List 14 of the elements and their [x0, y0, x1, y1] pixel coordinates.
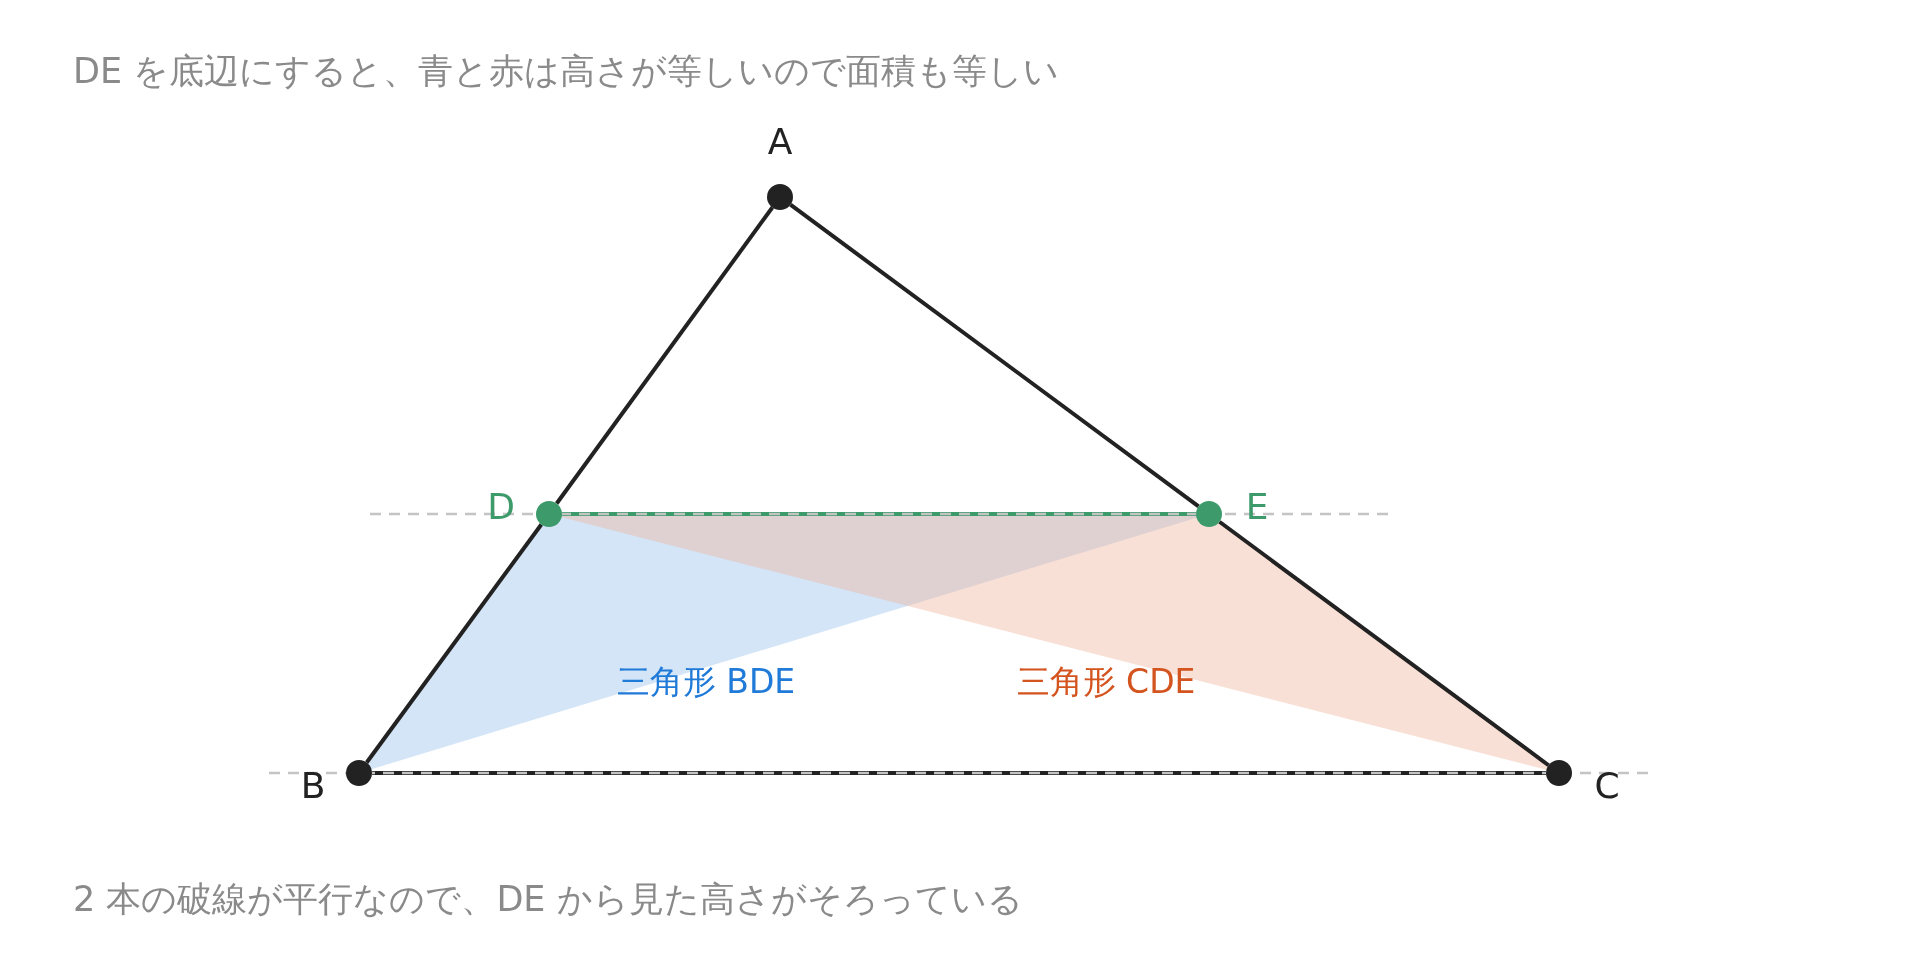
caption: 2 本の破線が平行なので、DE から見た高さがそろっている — [73, 878, 1023, 921]
point-label: D — [487, 485, 515, 527]
title: DE を底辺にすると、青と赤は高さが等しいので面積も等しい — [73, 50, 1060, 93]
line-segment — [555, 206, 774, 505]
triangle-label: 三角形 CDE — [1016, 660, 1196, 703]
triangle-label: 三角形 BDE — [616, 660, 796, 703]
point-label: C — [1594, 764, 1620, 806]
point-label: A — [767, 120, 793, 162]
line-segment — [789, 203, 1200, 508]
line-segment — [365, 523, 543, 764]
point-label: B — [300, 764, 326, 806]
line-segment — [1218, 520, 1550, 767]
line-segment — [562, 512, 1196, 516]
point-label: E — [1245, 485, 1269, 527]
